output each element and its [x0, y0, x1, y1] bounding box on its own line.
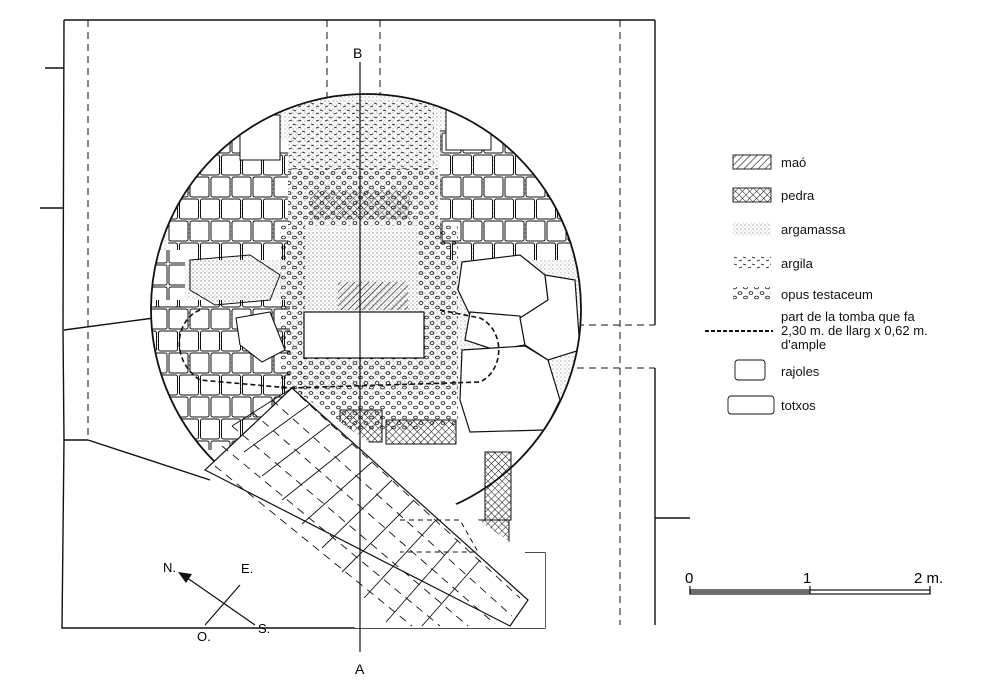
compass-o: O.: [197, 629, 211, 644]
swatch-argila: [733, 256, 771, 270]
axis-label-a: A: [355, 661, 365, 677]
swatch-mao: [732, 154, 772, 170]
swatch-rajoles: [734, 359, 766, 381]
swatch-totxos: [727, 395, 775, 415]
scale-bar: [689, 586, 931, 595]
totxos-slope: [203, 387, 545, 628]
compass-s: S.: [258, 621, 270, 636]
tomb-dashed-outline: [178, 309, 500, 389]
legend-tomb-line2: 2,30 m. de llarg x 0,62 m.: [781, 323, 928, 338]
legend-label-mao: maó: [781, 155, 806, 170]
legend-label-argila: argila: [781, 256, 814, 271]
swatch-argamassa: [733, 222, 771, 236]
compass-n: N.: [163, 560, 176, 575]
legend-label-pedra: pedra: [781, 188, 815, 203]
legend-swatches: [705, 154, 775, 415]
axis-label-b: B: [353, 45, 362, 61]
compass: [178, 572, 256, 626]
legend-tomb-line3: d'ample: [781, 337, 826, 352]
trench-guides: [87, 20, 655, 625]
legend-label-opus: opus testaceum: [781, 287, 873, 302]
legend-tomb-line1: part de la tomba que fa: [781, 309, 915, 324]
scale-label-0: 0: [685, 570, 693, 587]
swatch-pedra: [732, 187, 772, 203]
compass-e: E.: [241, 561, 253, 576]
legend-label-argamassa: argamassa: [781, 222, 846, 237]
legend-label-rajoles: rajoles: [781, 364, 820, 379]
swatch-opus: [733, 287, 771, 301]
legend-label-totxos: totxos: [781, 398, 816, 413]
scale-label-1: 1: [803, 570, 811, 587]
scale-label-2: 2 m.: [914, 570, 943, 587]
